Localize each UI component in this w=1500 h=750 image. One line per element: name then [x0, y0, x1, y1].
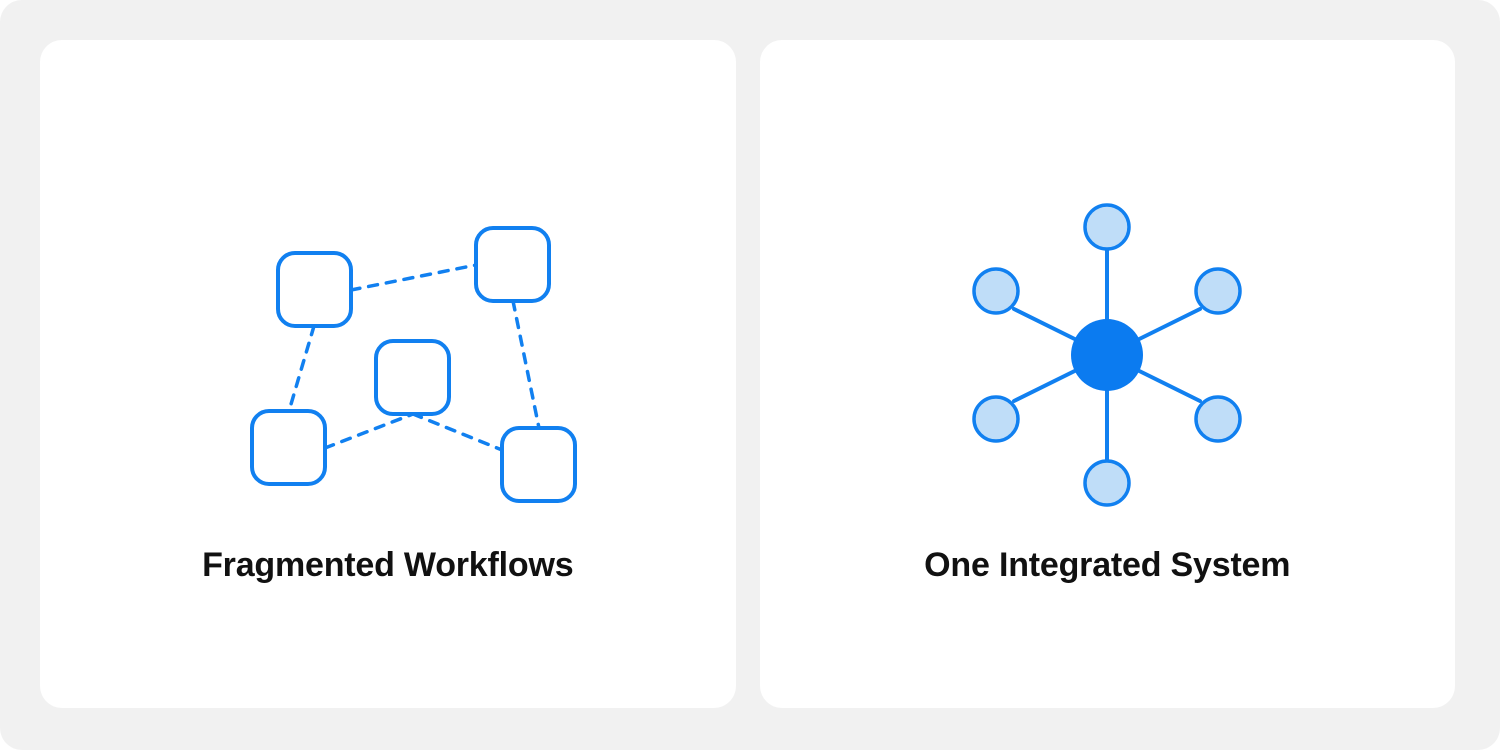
satellite-lower-left[interactable]	[972, 395, 1020, 443]
hub-node[interactable]	[1071, 319, 1144, 391]
node-center[interactable]	[373, 339, 451, 416]
one-integrated-system-graphic	[760, 190, 1456, 520]
card-fragmented-workflows[interactable]: Fragmented Workflows	[40, 40, 736, 708]
scattered-nodes-diagram	[249, 226, 577, 503]
workflow-nodes	[249, 226, 577, 503]
satellite-bottom[interactable]	[1083, 459, 1131, 507]
satellite-upper-left[interactable]	[972, 267, 1020, 315]
satellite-lower-right[interactable]	[1194, 395, 1242, 443]
dashed-connectors	[287, 263, 541, 452]
node-top-right[interactable]	[473, 226, 551, 303]
satellite-top[interactable]	[1083, 203, 1131, 251]
card-one-integrated-system[interactable]: One Integrated System	[759, 40, 1456, 708]
fragmented-workflows-graphic	[40, 190, 736, 520]
connector-topleft-bottomleft	[287, 324, 316, 413]
connector-topleft-topright	[349, 263, 478, 292]
hub-and-spoke-diagram	[972, 203, 1242, 507]
connector-bottomleft-center	[323, 412, 415, 450]
card-title-fragmented-workflows: Fragmented Workflows	[202, 546, 574, 584]
satellite-nodes	[972, 203, 1242, 507]
comparison-cards-row: Fragmented Workflows	[40, 40, 1455, 708]
card-title-one-integrated-system: One Integrated System	[924, 546, 1291, 584]
connector-topright-bottomright	[511, 299, 541, 430]
satellite-upper-right[interactable]	[1194, 267, 1242, 315]
connector-center-bottomright	[411, 412, 504, 452]
node-top-left[interactable]	[275, 251, 353, 328]
node-bottom-left[interactable]	[249, 409, 327, 486]
node-bottom-right[interactable]	[499, 426, 577, 503]
